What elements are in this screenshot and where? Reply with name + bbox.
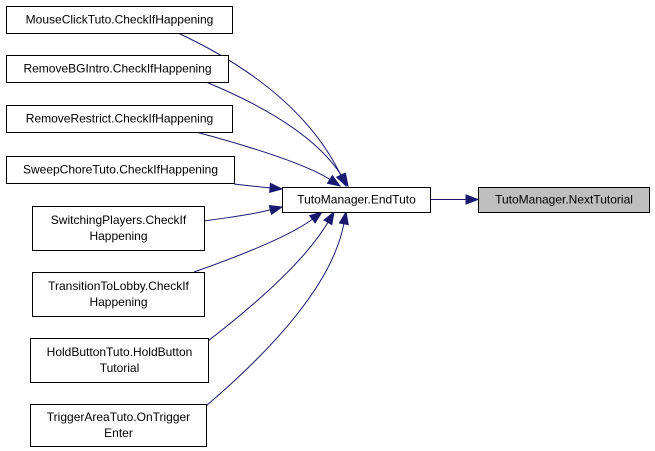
- nodes-layer: MouseClickTuto.CheckIfHappeningRemoveBGI…: [6, 6, 650, 447]
- edge-arrowhead-1: [336, 172, 349, 188]
- node-box-bgintro: [6, 55, 229, 83]
- node-label-lobby-0: TransitionToLobby.CheckIf: [48, 279, 189, 293]
- edge-sweep-to-endtuto: [233, 182, 284, 194]
- edge-line-5: [193, 218, 314, 273]
- edge-line-4: [203, 209, 272, 222]
- node-box-switching: [32, 206, 205, 251]
- node-switching[interactable]: SwitchingPlayers.CheckIfHappening: [32, 206, 205, 251]
- edge-endtuto-to-next: [430, 194, 480, 205]
- edge-switching-to-endtuto: [203, 204, 284, 222]
- node-restrict[interactable]: RemoveRestrict.CheckIfHappening: [6, 105, 233, 133]
- node-box-endtuto: [282, 187, 431, 213]
- node-next[interactable]: TutoManager.NextTutorial: [478, 187, 650, 213]
- edge-trigger-to-endtuto: [205, 210, 349, 407]
- edge-line-2: [195, 131, 332, 181]
- edge-lobby-to-endtuto: [193, 211, 324, 273]
- node-box-holdbtn: [30, 338, 209, 383]
- node-label-bgintro-0: RemoveBGIntro.CheckIfHappening: [23, 62, 211, 76]
- edge-line-6: [207, 221, 329, 342]
- edge-arrowhead-8: [465, 194, 480, 205]
- edge-line-3: [233, 183, 272, 189]
- edge-line-7: [205, 222, 345, 407]
- node-endtuto[interactable]: TutoManager.EndTuto: [282, 187, 431, 213]
- node-box-next: [478, 187, 650, 213]
- node-label-switching-1: Happening: [89, 229, 147, 243]
- node-bgintro[interactable]: RemoveBGIntro.CheckIfHappening: [6, 55, 229, 83]
- edge-arrowhead-2: [326, 174, 342, 187]
- node-box-mouse: [6, 6, 233, 34]
- edge-arrowhead-7: [338, 210, 349, 226]
- edge-arrowhead-4: [268, 204, 284, 216]
- node-label-holdbtn-1: Tutorial: [100, 361, 140, 375]
- node-label-holdbtn-0: HoldButtonTuto.HoldButton: [47, 345, 193, 359]
- node-label-restrict-0: RemoveRestrict.CheckIfHappening: [26, 112, 213, 126]
- node-label-trigger-1: Enter: [104, 426, 133, 440]
- node-lobby[interactable]: TransitionToLobby.CheckIfHappening: [32, 272, 205, 317]
- node-box-trigger: [30, 404, 207, 447]
- edge-line-1: [205, 81, 343, 177]
- node-label-sweep-0: SweepChoreTuto.CheckIfHappening: [23, 163, 218, 177]
- node-label-mouse-0: MouseClickTuto.CheckIfHappening: [26, 13, 214, 27]
- edge-arrowhead-3: [269, 182, 284, 194]
- edge-arrowhead-5: [308, 211, 324, 224]
- node-label-switching-0: SwitchingPlayers.CheckIf: [51, 213, 187, 227]
- node-box-lobby: [32, 272, 205, 317]
- node-label-lobby-1: Happening: [89, 295, 147, 309]
- edge-line-0: [177, 32, 342, 177]
- node-sweep[interactable]: SweepChoreTuto.CheckIfHappening: [6, 156, 235, 184]
- node-mouse[interactable]: MouseClickTuto.CheckIfHappening: [6, 6, 233, 34]
- node-label-next-0: TutoManager.NextTutorial: [495, 193, 633, 207]
- edge-arrowhead-6: [323, 210, 335, 226]
- node-box-sweep: [6, 156, 235, 184]
- edge-bgintro-to-endtuto: [205, 81, 349, 188]
- edge-holdbtn-to-endtuto: [207, 210, 335, 342]
- node-label-trigger-0: TriggerAreaTuto.OnTrigger: [47, 410, 190, 424]
- node-box-restrict: [6, 105, 233, 133]
- node-label-endtuto-0: TutoManager.EndTuto: [297, 193, 416, 207]
- edge-restrict-to-endtuto: [195, 131, 342, 187]
- edges-layer: [177, 32, 480, 407]
